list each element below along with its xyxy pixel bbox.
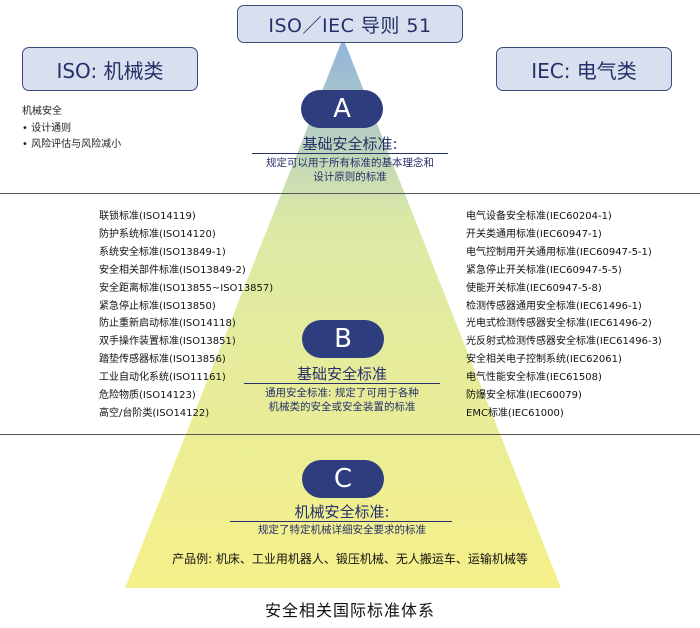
iec-standard-item: 安全相关电子控制系统(IEC62061) xyxy=(466,354,622,366)
iec-standard-item: 紧急停止开关标准(IEC60947-5-5) xyxy=(466,264,622,276)
iso-standard-item: 工业自动化系统(ISO11161) xyxy=(99,372,226,384)
iec-branch-box: IEC: 电气类 xyxy=(496,47,672,91)
pyramid-shape xyxy=(125,38,561,588)
iec-standard-item: 使能开关标准(IEC60947-5-8) xyxy=(466,282,602,294)
iso-standard-item: 系统安全标准(ISO13849-1) xyxy=(99,246,226,258)
level-c-description: 规定了特定机械详细安全要求的标准 xyxy=(258,524,426,536)
divider-top xyxy=(0,193,700,194)
iso-standards-list: 联锁标准(ISO14119) 防护系统标准(ISO14120) 系统安全标准(I… xyxy=(99,208,273,423)
level-b-desc-line: 通用安全标准: 规定了可用于各种 xyxy=(265,387,419,399)
iso-standard-item: 联锁标准(ISO14119) xyxy=(99,211,196,222)
iso-note-item: 设计通则 xyxy=(22,121,121,138)
level-a-badge: A xyxy=(301,90,383,128)
iso-notes-heading: 机械安全 xyxy=(22,106,62,117)
iso-standard-item: 防护系统标准(ISO14120) xyxy=(99,228,216,240)
iec-standard-item: 光反射式检测传感器安全标准(IEC61496-3) xyxy=(466,336,662,348)
level-a-desc-line: 设计原则的标准 xyxy=(313,171,387,183)
level-a-desc-line: 规定可以用于所有标准的基本理念和 xyxy=(266,157,434,169)
iec-standard-item: 电气控制用开关通用标准(IEC60947-5-1) xyxy=(466,246,652,258)
level-c-underline xyxy=(230,521,452,522)
iec-standard-item: 电气性能安全标准(IEC61508) xyxy=(466,372,602,384)
level-b-desc-line: 机械类的安全或安全装置的标准 xyxy=(268,401,416,413)
level-c-title: 机械安全标准: xyxy=(294,503,390,521)
iso-notes: 机械安全 设计通则 风险评估与风险减小 xyxy=(22,104,121,154)
iso-standard-item: 高空/台阶类(ISO14122) xyxy=(99,407,210,419)
iec-standard-item: 开关类通用标准(IEC60947-1) xyxy=(466,228,602,240)
level-a-title: 基础安全标准: xyxy=(302,135,398,153)
level-b-title: 基础安全标准 xyxy=(296,365,387,383)
level-c-badge: C xyxy=(302,460,384,498)
iso-standard-item: 双手操作装置标准(ISO13851) xyxy=(99,336,236,348)
iec-standard-item: 电气设备安全标准(IEC60204-1) xyxy=(466,211,612,222)
level-a-description: 规定可以用于所有标准的基本理念和 设计原则的标准 xyxy=(230,156,470,184)
level-b-underline xyxy=(244,383,440,384)
iso-branch-box: ISO: 机械类 xyxy=(22,47,198,91)
level-b-badge: B xyxy=(302,320,384,358)
iso-standard-item: 防止重新启动标准(ISO14118) xyxy=(99,318,236,330)
diagram-caption: 安全相关国际标准体系 xyxy=(264,601,435,620)
divider-bottom xyxy=(0,434,700,435)
iso-standard-item: 紧急停止标准(ISO13850) xyxy=(99,300,216,312)
iec-standard-item: EMC标准(IEC61000) xyxy=(466,407,564,419)
iso-standard-item: 安全相关部件标准(ISO13849-2) xyxy=(99,264,246,276)
iso-note-item: 风险评估与风险减小 xyxy=(22,137,121,154)
level-b-description: 通用安全标准: 规定了可用于各种 机械类的安全或安全装置的标准 xyxy=(222,386,462,414)
iso-standard-item: 危险物质(ISO14123) xyxy=(99,390,196,402)
iec-standard-item: 防爆安全标准(IEC60079) xyxy=(466,390,582,402)
level-c-product-examples: 产品例: 机床、工业用机器人、锻压机械、无人搬运车、运输机械等 xyxy=(172,552,528,566)
iso-standard-item: 踏垫传感器标准(ISO13856) xyxy=(99,354,226,366)
iso-standard-item: 安全距离标准(ISO13855~ISO13857) xyxy=(99,282,274,294)
iec-standard-item: 检测传感器通用安全标准(IEC61496-1) xyxy=(466,300,642,312)
guide-51-box: ISO／IEC 导则 51 xyxy=(237,5,463,43)
iec-standards-list: 电气设备安全标准(IEC60204-1) 开关类通用标准(IEC60947-1)… xyxy=(466,208,662,423)
level-a-underline xyxy=(252,153,448,154)
iec-standard-item: 光电式检测传感器安全标准(IEC61496-2) xyxy=(466,318,652,330)
